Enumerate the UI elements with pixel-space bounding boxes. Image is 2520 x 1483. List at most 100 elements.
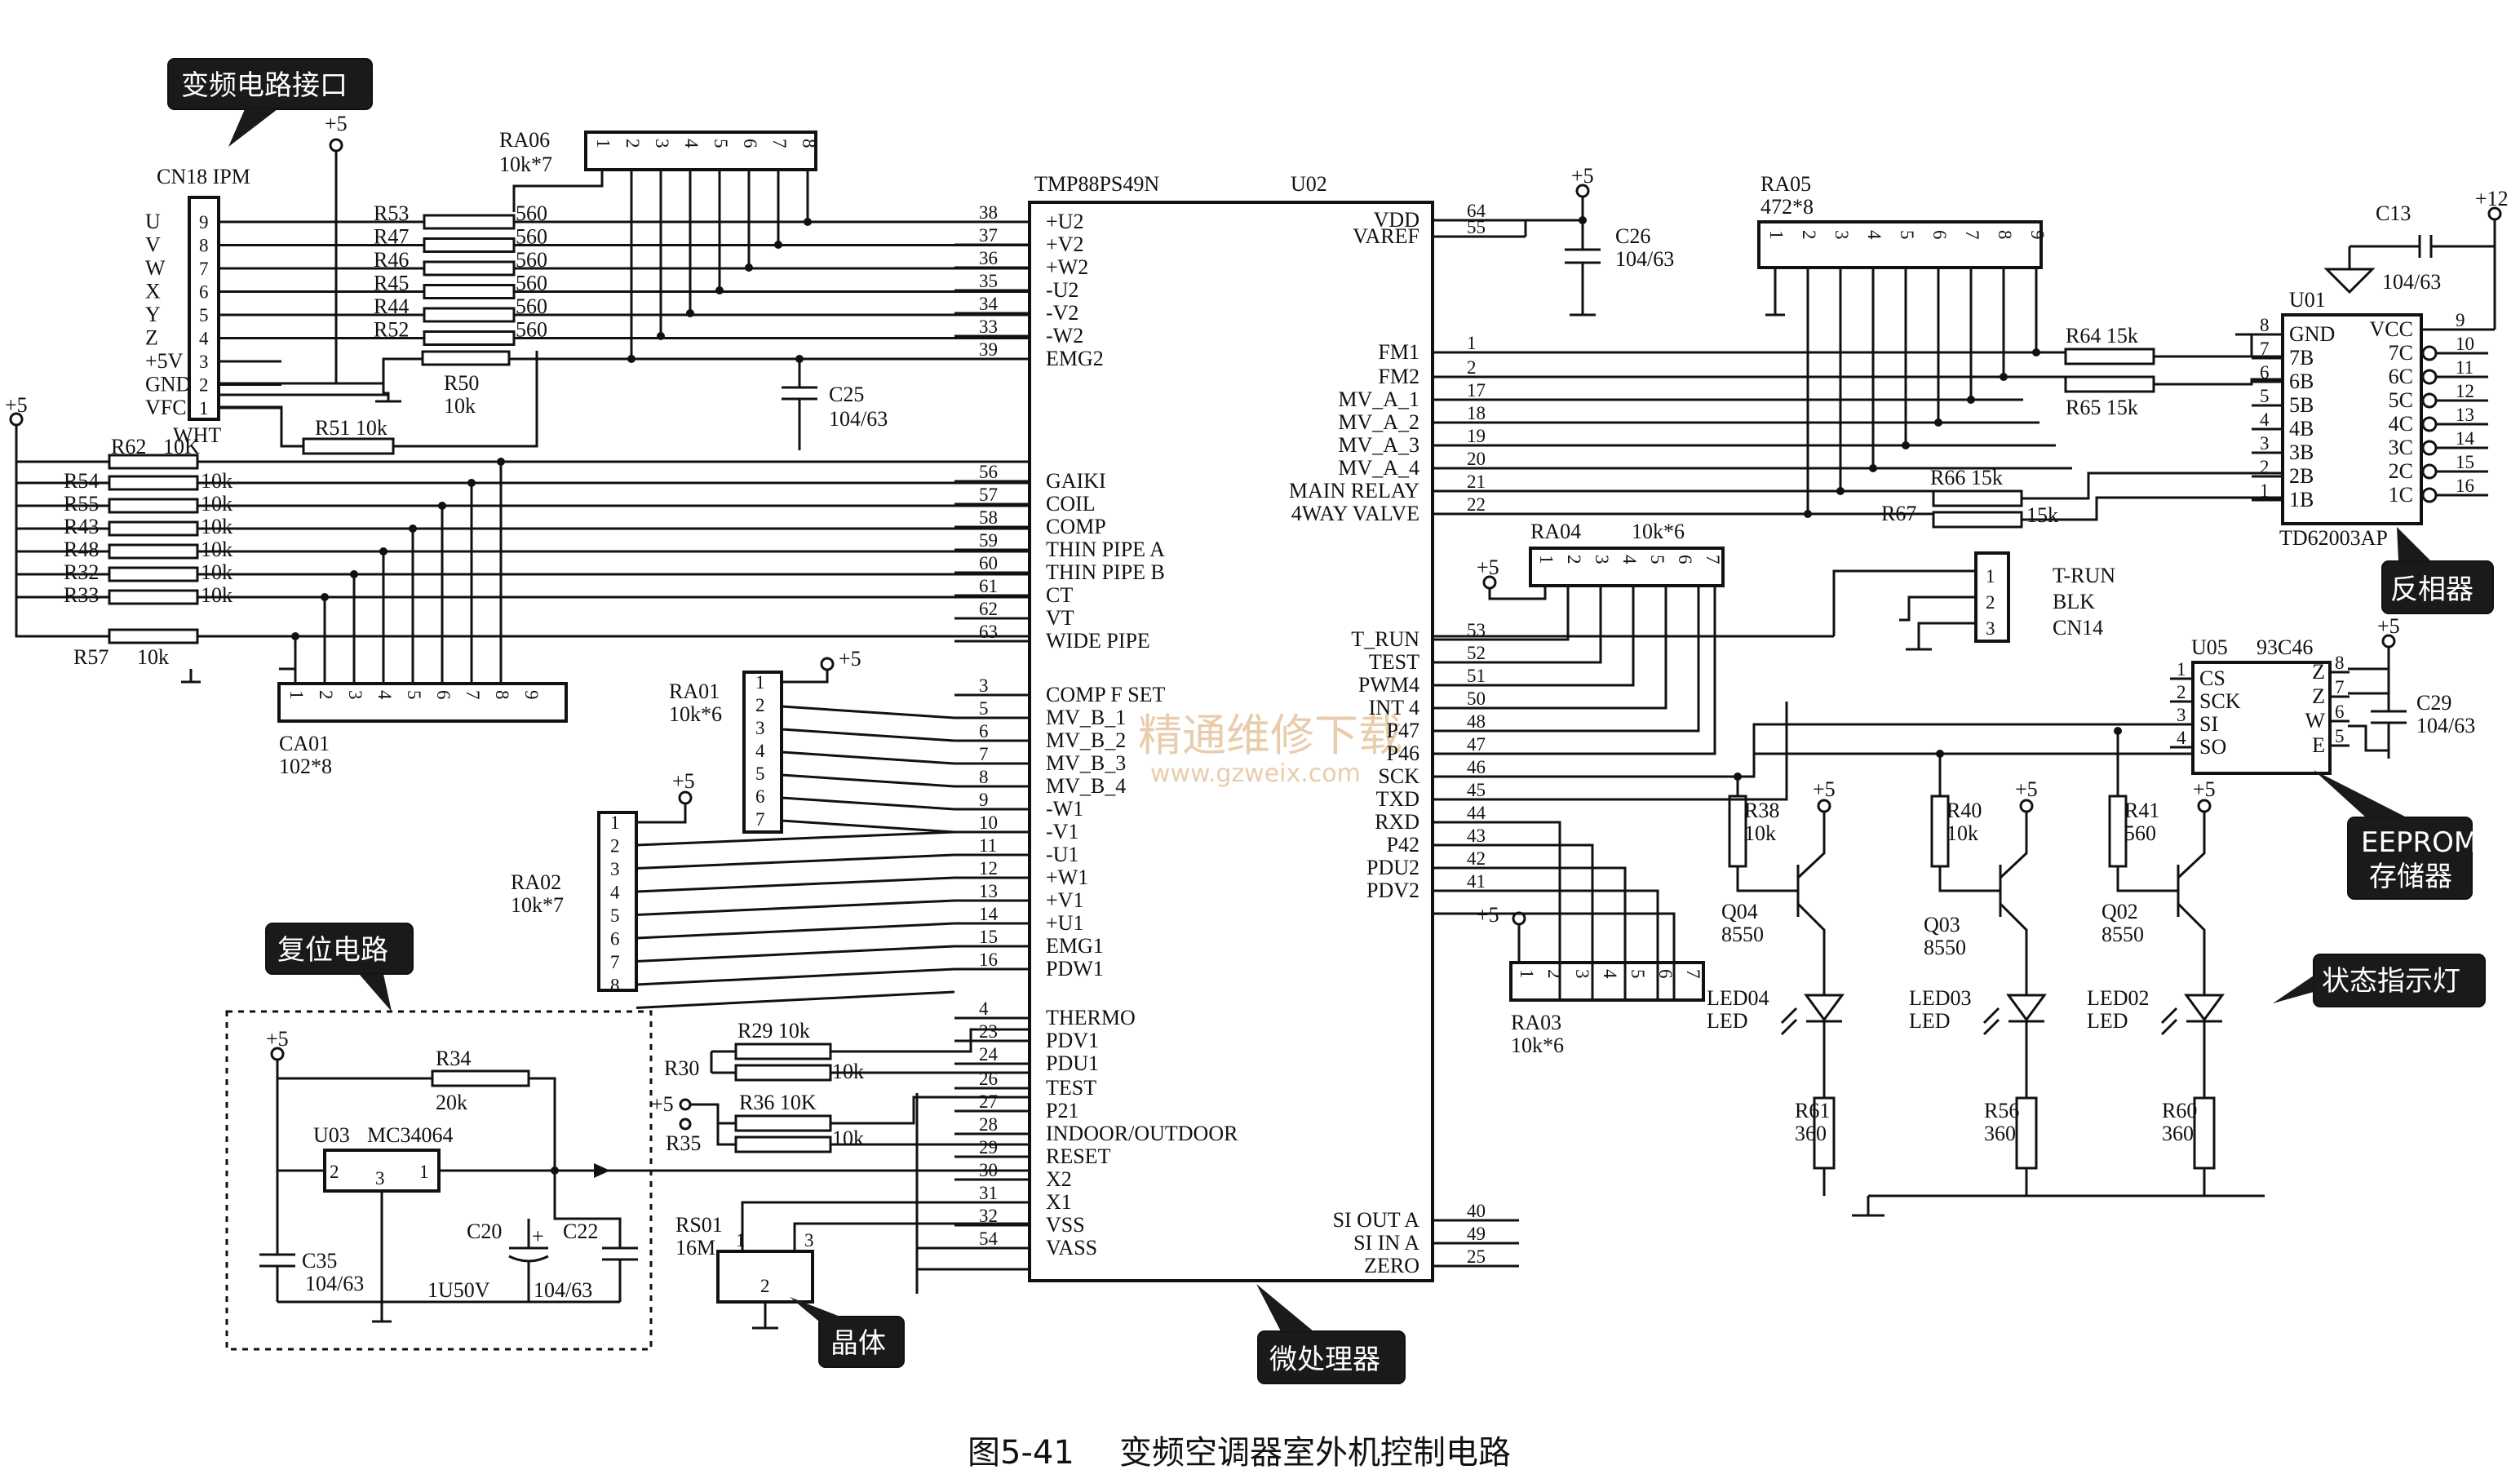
cn18-signal-label: Y <box>145 303 161 326</box>
cn18-signal-label: +5V <box>145 349 184 373</box>
ra06-pin-number: 4 <box>681 139 702 148</box>
u01-pin-name: 5C <box>2389 388 2413 412</box>
c20-plus: + <box>532 1224 544 1248</box>
cn14-label: CN14 <box>2053 616 2103 640</box>
plus5-vdd: +5 <box>1571 164 1594 188</box>
u01-pin-name: VCC <box>2370 317 2413 341</box>
c13-name: C13 <box>2376 201 2411 225</box>
cn18-pin-number: 4 <box>199 329 209 349</box>
u01-part: TD62003AP <box>2279 526 2388 550</box>
u01-pin-number: 8 <box>2260 315 2270 335</box>
ra03-pin-number: 6 <box>1655 969 1676 979</box>
mcu-pin-name: EMG2 <box>1046 347 1104 370</box>
mcu-pin-name: VDD <box>1374 208 1419 232</box>
plus12-label: +12 <box>2475 187 2509 210</box>
callout-reset-text: 复位电路 <box>277 934 388 967</box>
u01-pin-name: 4C <box>2389 412 2413 436</box>
u03-ref: U03 <box>313 1123 350 1147</box>
mcu-pin-name: X1 <box>1046 1190 1072 1214</box>
u01-pin-number: 7 <box>2260 339 2270 359</box>
cn18-signal-label: V <box>145 233 161 257</box>
r66-label: R66 15k <box>1930 466 2003 489</box>
plus5-reset: +5 <box>266 1027 289 1051</box>
mcu-pin-name: +U1 <box>1046 911 1083 935</box>
mcu-pin-name: +W2 <box>1046 255 1088 279</box>
ra02-name: RA02 <box>511 870 561 894</box>
cn18-resistor <box>423 307 516 323</box>
c22-name: C22 <box>563 1220 598 1243</box>
c25-name: C25 <box>829 383 864 406</box>
ra01-pin-number: 6 <box>755 786 765 807</box>
cn14-pin-number: 3 <box>1986 618 1995 639</box>
reset-circuit: +5 R34 20k U03 MC34064 2 3 1 C35 104/63 … <box>225 1010 1030 1351</box>
callout-inverter: 反相器 <box>2381 527 2494 614</box>
mcu-pin-name: +V1 <box>1046 888 1083 912</box>
led-transistor-name: Q04 <box>1721 900 1758 923</box>
sensor-resistor <box>108 475 199 491</box>
mcu-pin-number: 5 <box>979 698 989 719</box>
mcu-pin-name: SI OUT A <box>1333 1208 1420 1232</box>
plus5-led: +5 <box>1813 777 1836 801</box>
plus5-mid: +5 <box>651 1092 674 1116</box>
plus5-top-left: +5 <box>325 112 348 135</box>
c22-value: 104/63 <box>534 1278 592 1302</box>
mcu-pin-name: MV_B_4 <box>1046 774 1126 798</box>
mcu-pin-name: X2 <box>1046 1167 1072 1191</box>
ra04-pin-number: 3 <box>1592 555 1612 564</box>
rs01-value: 16M <box>675 1236 715 1259</box>
u01-pin-name: 6B <box>2289 370 2314 393</box>
mcu-pin-name: VSS <box>1046 1213 1085 1237</box>
mcu-pin-name: COMP <box>1046 515 1106 538</box>
mcu-pin-name: MV_B_2 <box>1046 728 1126 752</box>
c35-name: C35 <box>302 1249 337 1273</box>
cn14-label: T-RUN <box>2053 564 2115 587</box>
ra05-pin-number: 4 <box>1864 230 1884 240</box>
led-type: LED <box>2087 1009 2128 1033</box>
mcu-pin-number: 31 <box>979 1183 998 1203</box>
mcu-pin-number: 41 <box>1467 871 1486 892</box>
r35-value: 10k <box>832 1127 864 1150</box>
mcu-pin-name: PWM4 <box>1358 673 1419 697</box>
cn14-label: BLK <box>2053 590 2095 613</box>
r50-resistor <box>421 350 511 366</box>
ca01-pin-number: 5 <box>404 690 424 700</box>
c20-value: 1U50V <box>427 1278 490 1302</box>
ra05-pin-number: 5 <box>1897 230 1917 240</box>
u01-ref: U01 <box>2289 288 2326 312</box>
c20-name: C20 <box>467 1220 502 1243</box>
mcu-pin-name: VASS <box>1046 1236 1097 1259</box>
mcu-pin-number: 35 <box>979 271 998 291</box>
callout-inverter-interface: 变频电路接口 <box>167 58 373 147</box>
ra05-value: 472*8 <box>1760 195 1814 219</box>
c26-capacitor: +5 C26 104/63 <box>1524 164 1674 317</box>
ra03-name: RA03 <box>1511 1011 1561 1034</box>
callout-crystal-text: 晶体 <box>830 1327 886 1360</box>
mcu-pin-name: MV_A_2 <box>1338 410 1419 434</box>
mcu-pin-number: 56 <box>979 462 998 482</box>
cn18-resistor <box>423 330 516 346</box>
ra01-name: RA01 <box>669 680 720 703</box>
sensor-resistor-value: 10k <box>201 469 233 493</box>
mcu-pin-number: 43 <box>1467 826 1486 846</box>
cn18-pin-number: 1 <box>199 398 209 418</box>
cn18-color: WHT <box>173 423 221 447</box>
ra06-pin-number: 7 <box>769 139 790 148</box>
plus5-led: +5 <box>2015 777 2038 801</box>
ra02-value: 10k*7 <box>511 893 564 917</box>
ra04-name: RA04 <box>1530 520 1581 543</box>
u01-pin-name: 6C <box>2389 365 2413 388</box>
mcu-pin-number: 54 <box>979 1228 999 1249</box>
sensor-resistor-name: R57 <box>73 645 109 669</box>
mcu-pin-name: INT 4 <box>1369 696 1419 719</box>
mcu-pin-number: 3 <box>979 675 989 696</box>
mcu-pin-name: FM2 <box>1378 365 1419 388</box>
ra02-pin-number: 3 <box>610 859 620 879</box>
mcu-pin-name: THIN PIPE B <box>1046 560 1165 584</box>
mcu-pin-name: WIDE PIPE <box>1046 629 1150 653</box>
